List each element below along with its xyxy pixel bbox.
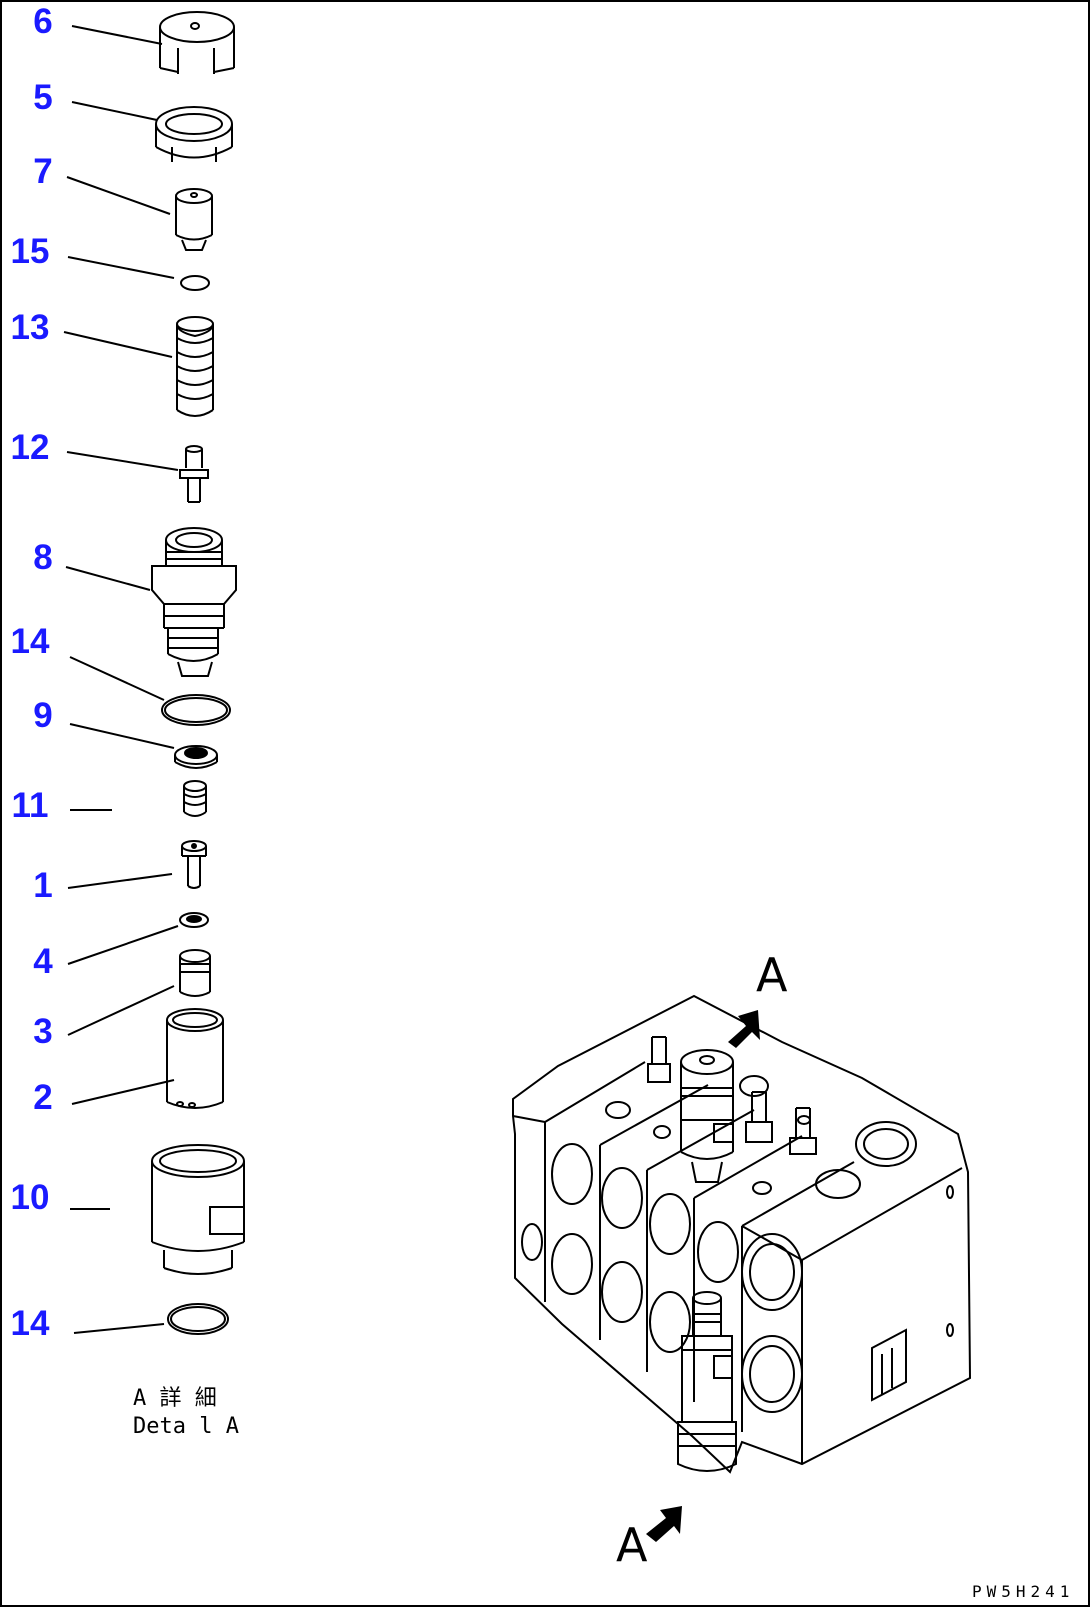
callout-10: 10 [10,1178,50,1217]
part-10-housing [151,1144,245,1275]
callout-2: 2 [33,1078,53,1117]
callout-6: 6 [33,2,53,41]
valve-assembly [512,994,972,1474]
callout-12: 12 [10,428,50,467]
callout-15: 15 [10,232,50,271]
callout-9: 9 [33,696,53,735]
view-letter-bottom: A [616,1518,648,1572]
callout-3: 3 [33,1012,53,1051]
view-arrow-bottom [646,1506,682,1542]
callout-5: 5 [33,78,53,117]
part-2-sleeve [166,1008,224,1109]
view-letter-top: A [756,948,788,1002]
detail-caption-en: Deta l A [133,1414,239,1439]
drawing-code: PW5H241 [972,1582,1075,1601]
part-15-ring [180,275,210,291]
part-5-nut [155,106,233,162]
view-arrow-top [728,1010,760,1048]
detail-caption-jp: A 詳 細 [133,1386,217,1411]
callout-8: 8 [33,538,53,577]
callout-1: 1 [33,866,53,905]
part-8-body [151,527,237,677]
part-7-poppet [175,188,213,251]
part-13-spring [176,316,214,417]
leader-lines [63,25,179,1334]
part-3-plug [179,949,211,997]
callout-13: 13 [10,308,50,347]
callout-7: 7 [33,152,53,191]
callout-11: 11 [11,786,49,825]
callout-4: 4 [33,942,53,981]
part-1-bolt [181,840,207,889]
callout-14-lower: 14 [10,1304,50,1343]
part-6-cap [159,11,235,74]
part-9-washer [174,745,218,769]
part-14-oring-upper [161,694,231,726]
part-4-washer [179,912,209,928]
part-14-oring-lower [167,1303,229,1335]
part-12-pin [179,445,209,503]
part-11-spring [183,780,207,817]
callout-14-upper: 14 [10,622,50,661]
